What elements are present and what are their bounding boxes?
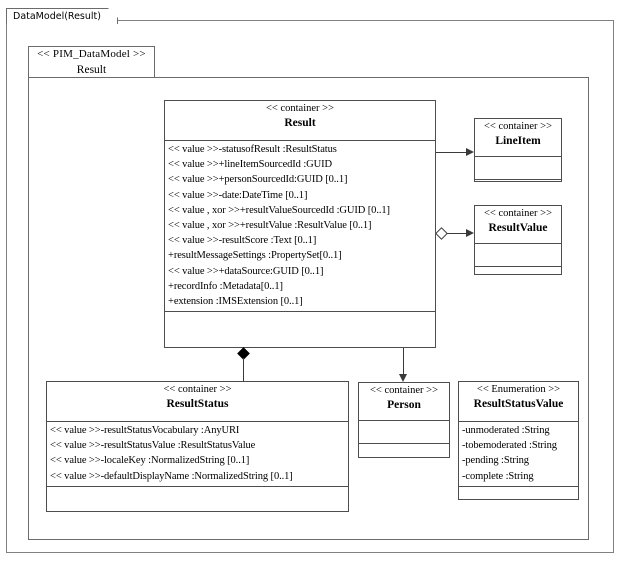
diagram-frame-tab: DataModel(Result) xyxy=(6,8,118,24)
class-attribute: << value >>-localeKey :NormalizedString … xyxy=(50,455,250,467)
connector-result-lineitem-line[interactable] xyxy=(436,152,466,153)
class-attribute: << value >>-resultStatusValue :ResultSta… xyxy=(50,440,256,452)
connector-result-resultstatus-line[interactable] xyxy=(243,358,244,382)
class-resultstatus[interactable]: << container >> ResultStatus << value >>… xyxy=(46,381,349,512)
connector-result-person-line[interactable] xyxy=(403,348,404,374)
class-result-stereotype: << container >> xyxy=(266,103,334,114)
class-lineitem-name: LineItem xyxy=(495,135,541,147)
connector-result-resultvalue-line[interactable] xyxy=(447,233,466,234)
class-result-operations xyxy=(165,312,435,334)
class-resultstatus-stereotype: << container >> xyxy=(163,384,232,395)
class-attribute: << value >>-date:DateTime [0..1] xyxy=(168,189,308,201)
class-resultstatus-operations xyxy=(47,487,348,509)
package-tab: << PIM_DataModel >> Result xyxy=(28,46,155,78)
class-person[interactable]: << container >> Person xyxy=(358,382,450,458)
class-attribute: +recordInfo :Metadata[0..1] xyxy=(168,280,283,292)
class-attribute: -complete :String xyxy=(462,470,534,482)
class-lineitem-attributes xyxy=(475,157,561,180)
class-person-operations xyxy=(359,444,449,466)
class-result-attributes: << value >>-statusofResult :ResultStatus… xyxy=(165,141,435,313)
class-attribute: << value , xor >>+resultValue :ResultVal… xyxy=(168,220,372,232)
class-lineitem[interactable]: << container >> LineItem xyxy=(474,118,562,182)
class-resultvalue-attributes xyxy=(475,244,561,267)
connector-result-resultvalue-arrowhead xyxy=(466,229,474,237)
class-resultvalue-header: << container >> ResultValue xyxy=(475,206,561,244)
class-attribute: << value >>+personSourcedId:GUID [0..1] xyxy=(168,174,348,186)
class-resultvalue-operations xyxy=(475,267,561,289)
class-resultstatus-attributes: << value >>-resultStatusVocabulary :AnyU… xyxy=(47,422,348,487)
class-person-name: Person xyxy=(387,399,421,411)
class-resultstatus-header: << container >> ResultStatus xyxy=(47,382,348,422)
class-lineitem-header: << container >> LineItem xyxy=(475,119,561,157)
class-result-name: Result xyxy=(284,117,316,129)
class-attribute: << value , xor >>+resultValueSourcedId :… xyxy=(168,204,390,216)
class-resultstatus-name: ResultStatus xyxy=(166,398,229,410)
class-attribute: << value >>+lineItemSourcedId :GUID xyxy=(168,159,333,171)
class-attribute: +resultMessageSettings :PropertySet[0..1… xyxy=(168,250,342,262)
class-attribute: << value >>-resultScore :Text [0..1] xyxy=(168,235,317,247)
package-name: Result xyxy=(76,64,107,76)
class-attribute: +extension :IMSExtension [0..1] xyxy=(168,296,303,308)
class-resultvalue[interactable]: << container >> ResultValue xyxy=(474,205,562,275)
class-attribute: << value >>-resultStatusVocabulary :AnyU… xyxy=(50,425,240,436)
connector-result-lineitem-arrowhead xyxy=(466,148,474,156)
class-resultstatusvalue-name: ResultStatusValue xyxy=(473,398,564,410)
class-person-attributes xyxy=(359,421,449,444)
class-result-header: << container >> Result xyxy=(165,101,435,141)
connector-result-person-arrowhead xyxy=(399,374,407,382)
class-resultstatusvalue-stereotype: << Enumeration >> xyxy=(476,384,561,395)
class-attribute: -tobemoderated :String xyxy=(462,440,557,452)
class-person-header: << container >> Person xyxy=(359,383,449,421)
class-attribute: << value >>+dataSource:GUID [0..1] xyxy=(168,265,324,277)
class-attribute: << value >>-defaultDisplayName :Normaliz… xyxy=(50,470,293,482)
class-attribute: -pending :String xyxy=(462,455,529,467)
class-resultvalue-stereotype: << container >> xyxy=(484,208,552,219)
class-resultstatusvalue-operations xyxy=(459,487,578,509)
class-attribute: << value >>-statusofResult :ResultStatus xyxy=(168,144,337,155)
class-result[interactable]: << container >> Result << value >>-statu… xyxy=(164,100,436,348)
class-attribute: -unmoderated :String xyxy=(462,425,550,436)
class-lineitem-stereotype: << container >> xyxy=(484,121,552,132)
class-resultstatusvalue[interactable]: << Enumeration >> ResultStatusValue -unm… xyxy=(458,381,579,500)
class-lineitem-operations xyxy=(475,180,561,202)
class-resultstatusvalue-header: << Enumeration >> ResultStatusValue xyxy=(459,382,578,422)
class-resultvalue-name: ResultValue xyxy=(488,222,548,234)
class-person-stereotype: << container >> xyxy=(370,385,438,396)
class-resultstatusvalue-attributes: -unmoderated :String -tobemoderated :Str… xyxy=(459,422,578,487)
package-stereotype: << PIM_DataModel >> xyxy=(37,48,146,60)
